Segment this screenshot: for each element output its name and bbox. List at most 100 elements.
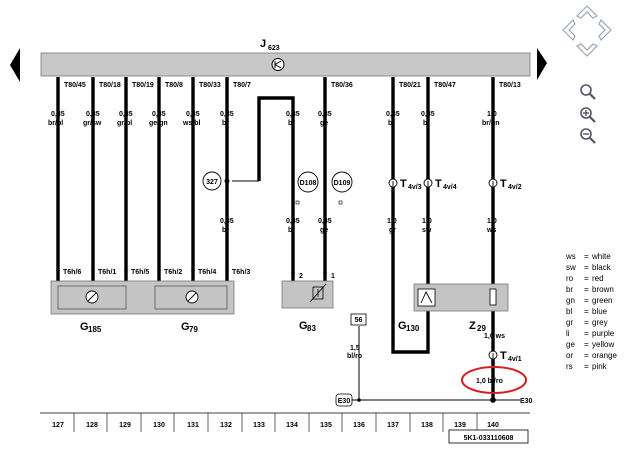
svg-text:4v/1: 4v/1 (508, 356, 522, 363)
svg-text:ws: ws (486, 227, 496, 234)
svg-text:bl: bl (566, 307, 572, 316)
svg-text:G: G (398, 320, 407, 332)
track-number: 134 (286, 422, 298, 429)
svg-text:T: T (500, 178, 507, 190)
svg-text:T80/18: T80/18 (99, 82, 121, 89)
svg-text:gr: gr (389, 227, 396, 234)
svg-text:4v/2: 4v/2 (508, 184, 522, 191)
legend-item: ge=yellow (566, 340, 614, 349)
svg-text:29: 29 (477, 324, 486, 333)
svg-text:bl: bl (423, 120, 429, 127)
track-number: 135 (320, 422, 332, 429)
svg-text:T80/8: T80/8 (165, 82, 183, 89)
svg-text:T6h/6: T6h/6 (63, 269, 81, 276)
svg-text:1,0: 1,0 (387, 218, 397, 225)
legend-item: bl=blue (566, 307, 608, 316)
svg-text:5K1-033110608: 5K1-033110608 (464, 435, 514, 442)
svg-text:T: T (435, 178, 442, 190)
zoom-out-icon[interactable] (580, 128, 596, 144)
svg-text:T80/13: T80/13 (499, 82, 521, 89)
t6h-pin-labels: T6h/6 T6h/1 T6h/5 T6h/2 T6h/4 T6h/3 (56, 269, 250, 276)
svg-text:or: or (566, 351, 573, 360)
wire-label: 1,0sw (422, 218, 432, 234)
track-number: 128 (86, 422, 98, 429)
svg-text:0,35: 0,35 (119, 111, 133, 118)
svg-text:purple: purple (592, 329, 615, 338)
pin-arrow: T6h/3 (225, 269, 250, 276)
zoom-reset-icon[interactable] (580, 84, 596, 100)
svg-text:2: 2 (299, 273, 303, 280)
zoom-in-icon[interactable] (580, 107, 596, 123)
svg-text:br: br (288, 227, 295, 234)
highlight-circle (461, 366, 527, 394)
track-number: 139 (454, 422, 466, 429)
pan-up-arrow[interactable] (575, 5, 599, 19)
svg-text:83: 83 (307, 324, 316, 333)
pan-left-arrow[interactable] (562, 18, 576, 42)
wire-label: 1,0ws (486, 218, 497, 234)
svg-text:E30: E30 (338, 398, 351, 405)
g83-pin-labels: 2 1 (291, 272, 335, 280)
svg-text:=: = (584, 307, 589, 316)
svg-text:T6h/2: T6h/2 (164, 269, 182, 276)
svg-text:br: br (288, 120, 295, 127)
g130-sensor-icon (417, 288, 436, 307)
highlighted-wire-label: 1,0 bl/ro (476, 378, 503, 385)
page-right-arrow[interactable] (537, 48, 547, 80)
svg-text:=: = (584, 329, 589, 338)
pin-arrow: T6h/6 (56, 269, 81, 276)
svg-text:1: 1 (331, 273, 335, 280)
wire-label: 1,0 gr (387, 218, 397, 234)
pin-arrow: T6h/4 (191, 269, 216, 276)
legend-item: rs=pink (566, 362, 608, 371)
control-unit-label: J 623 (260, 38, 280, 52)
splice-d108: D108 (295, 171, 319, 205)
svg-text:1,5: 1,5 (350, 345, 360, 352)
svg-text:0,35: 0,35 (318, 111, 332, 118)
pan-right-arrow[interactable] (598, 18, 612, 42)
z29-heater-icon (489, 288, 497, 306)
pan-down-arrow[interactable] (575, 43, 599, 57)
svg-text:bl/ro: bl/ro (347, 353, 362, 360)
svg-text:T80/7: T80/7 (233, 82, 251, 89)
svg-text:pink: pink (592, 362, 608, 371)
control-unit-icon (271, 58, 285, 71)
svg-text:623: 623 (268, 45, 280, 52)
svg-text:0,35: 0,35 (220, 111, 234, 118)
svg-text:=: = (584, 296, 589, 305)
svg-text:orange: orange (592, 351, 617, 360)
svg-text:130: 130 (406, 324, 420, 333)
svg-text:li: li (566, 329, 570, 338)
color-legend: ws=white sw=black ro=red br=brown gn=gre… (565, 252, 617, 371)
legend-item: or=orange (566, 351, 617, 360)
svg-text:ge: ge (320, 227, 328, 234)
svg-text:T: T (400, 178, 407, 190)
svg-text:ge: ge (320, 120, 328, 127)
svg-text:ge/gn: ge/gn (149, 120, 168, 127)
ground-e30-label: E30 (520, 398, 533, 405)
svg-text:brown: brown (592, 285, 614, 294)
svg-text:green: green (592, 296, 612, 305)
svg-text:white: white (591, 252, 611, 261)
svg-text:gr/sw: gr/sw (83, 120, 102, 127)
wires (56, 77, 520, 403)
svg-text:=: = (584, 362, 589, 371)
svg-text:black: black (592, 263, 612, 272)
svg-text:yellow: yellow (592, 340, 614, 349)
svg-text:red: red (592, 274, 604, 283)
page-left-arrow[interactable] (10, 48, 20, 82)
svg-text:ge: ge (566, 340, 575, 349)
g79-gauge-icon (185, 290, 199, 304)
